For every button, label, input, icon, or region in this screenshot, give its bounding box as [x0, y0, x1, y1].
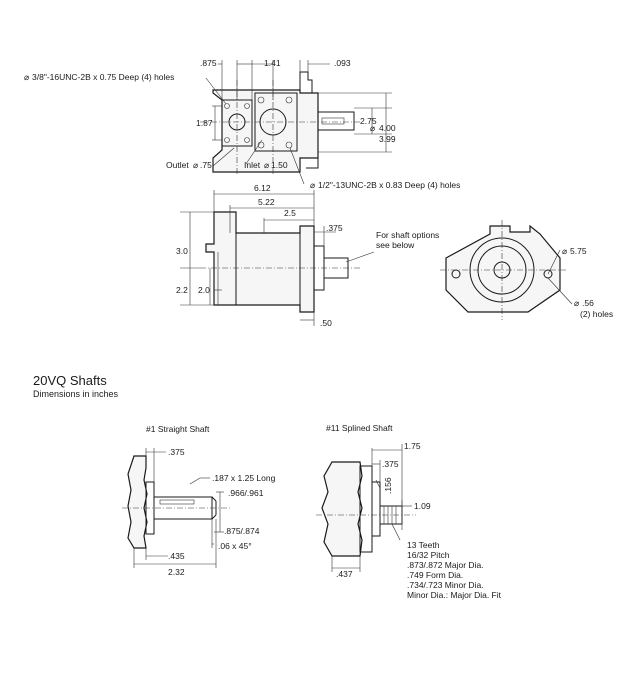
callout-outlet: Outlet — [166, 160, 189, 170]
top-view — [200, 60, 392, 185]
diameter-icon: ⌀ — [24, 72, 30, 82]
dim-top-187: 1.87 — [196, 118, 213, 128]
shaft11-pilot — [371, 481, 381, 537]
dim-side-25: 2.5 — [284, 208, 296, 218]
diameter-icon: ⌀ — [574, 298, 580, 308]
shaft11-dim-109: 1.09 — [414, 501, 431, 511]
callout-shaft-options-2: see below — [376, 240, 415, 250]
side-view — [180, 190, 375, 326]
section-title: 20VQ Shafts — [33, 373, 107, 388]
shaft1-title: #1 Straight Shaft — [146, 424, 210, 434]
shaft1-dim-key: .187 x 1.25 Long — [212, 473, 276, 483]
shaft11-dim-156: .156 — [383, 477, 393, 494]
dim-side-20: 2.0 — [198, 285, 210, 295]
dim-end-56: .56 — [582, 298, 594, 308]
shaft11-dim-175: 1.75 — [404, 441, 421, 451]
shaft1-dim-chamfer: .06 x 45° — [218, 541, 252, 551]
dim-inlet-dia: 1.50 — [271, 160, 288, 170]
dim-side-522: 5.22 — [258, 197, 275, 207]
shaft11-drawing — [316, 444, 416, 572]
section-subtitle: Dimensions in inches — [33, 389, 119, 399]
dim-top-093: .093 — [334, 58, 351, 68]
shaft11-title: #11 Splined Shaft — [326, 423, 393, 433]
dim-top-400: 4.00 — [379, 123, 396, 133]
dim-side-22: 2.2 — [176, 285, 188, 295]
dim-top-875: .875 — [200, 58, 217, 68]
dim-top-399: 3.99 — [379, 134, 396, 144]
end-view-flange — [445, 224, 561, 313]
shaft1-dim-435: .435 — [168, 551, 185, 561]
dim-top-141: 1.41 — [264, 58, 281, 68]
callout-end-holes: (2) holes — [580, 309, 613, 319]
shaft11-spec-line: 16/32 Pitch — [407, 550, 450, 560]
dim-side-50: .50 — [320, 318, 332, 328]
callout-holes-38: 3/8"-16UNC-2B x 0.75 Deep (4) holes — [32, 72, 174, 82]
side-view-body — [205, 211, 315, 313]
shaft11-spec-line: .873/.872 Major Dia. — [407, 560, 484, 570]
dim-top-275: 2.75 — [360, 116, 377, 126]
end-view — [440, 220, 573, 320]
dim-outlet-dia: .75 — [200, 160, 212, 170]
shaft1-key — [159, 499, 195, 505]
shaft1-dim-966: .966/.961 — [228, 488, 264, 498]
diameter-icon: ⌀ — [310, 180, 316, 190]
dim-end-575: 5.75 — [570, 246, 587, 256]
shaft1-drawing — [122, 448, 232, 568]
shaft11-dim-437: .437 — [336, 569, 353, 579]
callout-shaft-options-1: For shaft options — [376, 230, 439, 240]
shaft1-dim-375: .375 — [168, 447, 185, 457]
dim-side-612: 6.12 — [254, 183, 271, 193]
shaft11-spec-line: 13 Teeth — [407, 540, 440, 550]
top-view-shaft — [317, 111, 355, 131]
diameter-icon: ⌀ — [264, 160, 270, 170]
shaft11-dim-375: .375 — [382, 459, 399, 469]
shaft11-spec-line: .749 Form Dia. — [407, 570, 463, 580]
shaft11-spec-line: Minor Dia.: Major Dia. Fit — [407, 590, 502, 600]
shaft1-dim-875: .875/.874 — [224, 526, 260, 536]
callout-holes-12: 1/2"-13UNC-2B x 0.83 Deep (4) holes — [318, 180, 460, 190]
diameter-icon: ⌀ — [370, 123, 376, 133]
diameter-icon: ⌀ — [193, 160, 199, 170]
dim-side-375: .375 — [326, 223, 343, 233]
shaft1-dim-232: 2.32 — [168, 567, 185, 577]
dim-side-30: 3.0 — [176, 246, 188, 256]
callout-inlet: Inlet — [244, 160, 261, 170]
shaft11-spec-line: .734/.723 Minor Dia. — [407, 580, 484, 590]
diameter-icon: ⌀ — [562, 246, 568, 256]
